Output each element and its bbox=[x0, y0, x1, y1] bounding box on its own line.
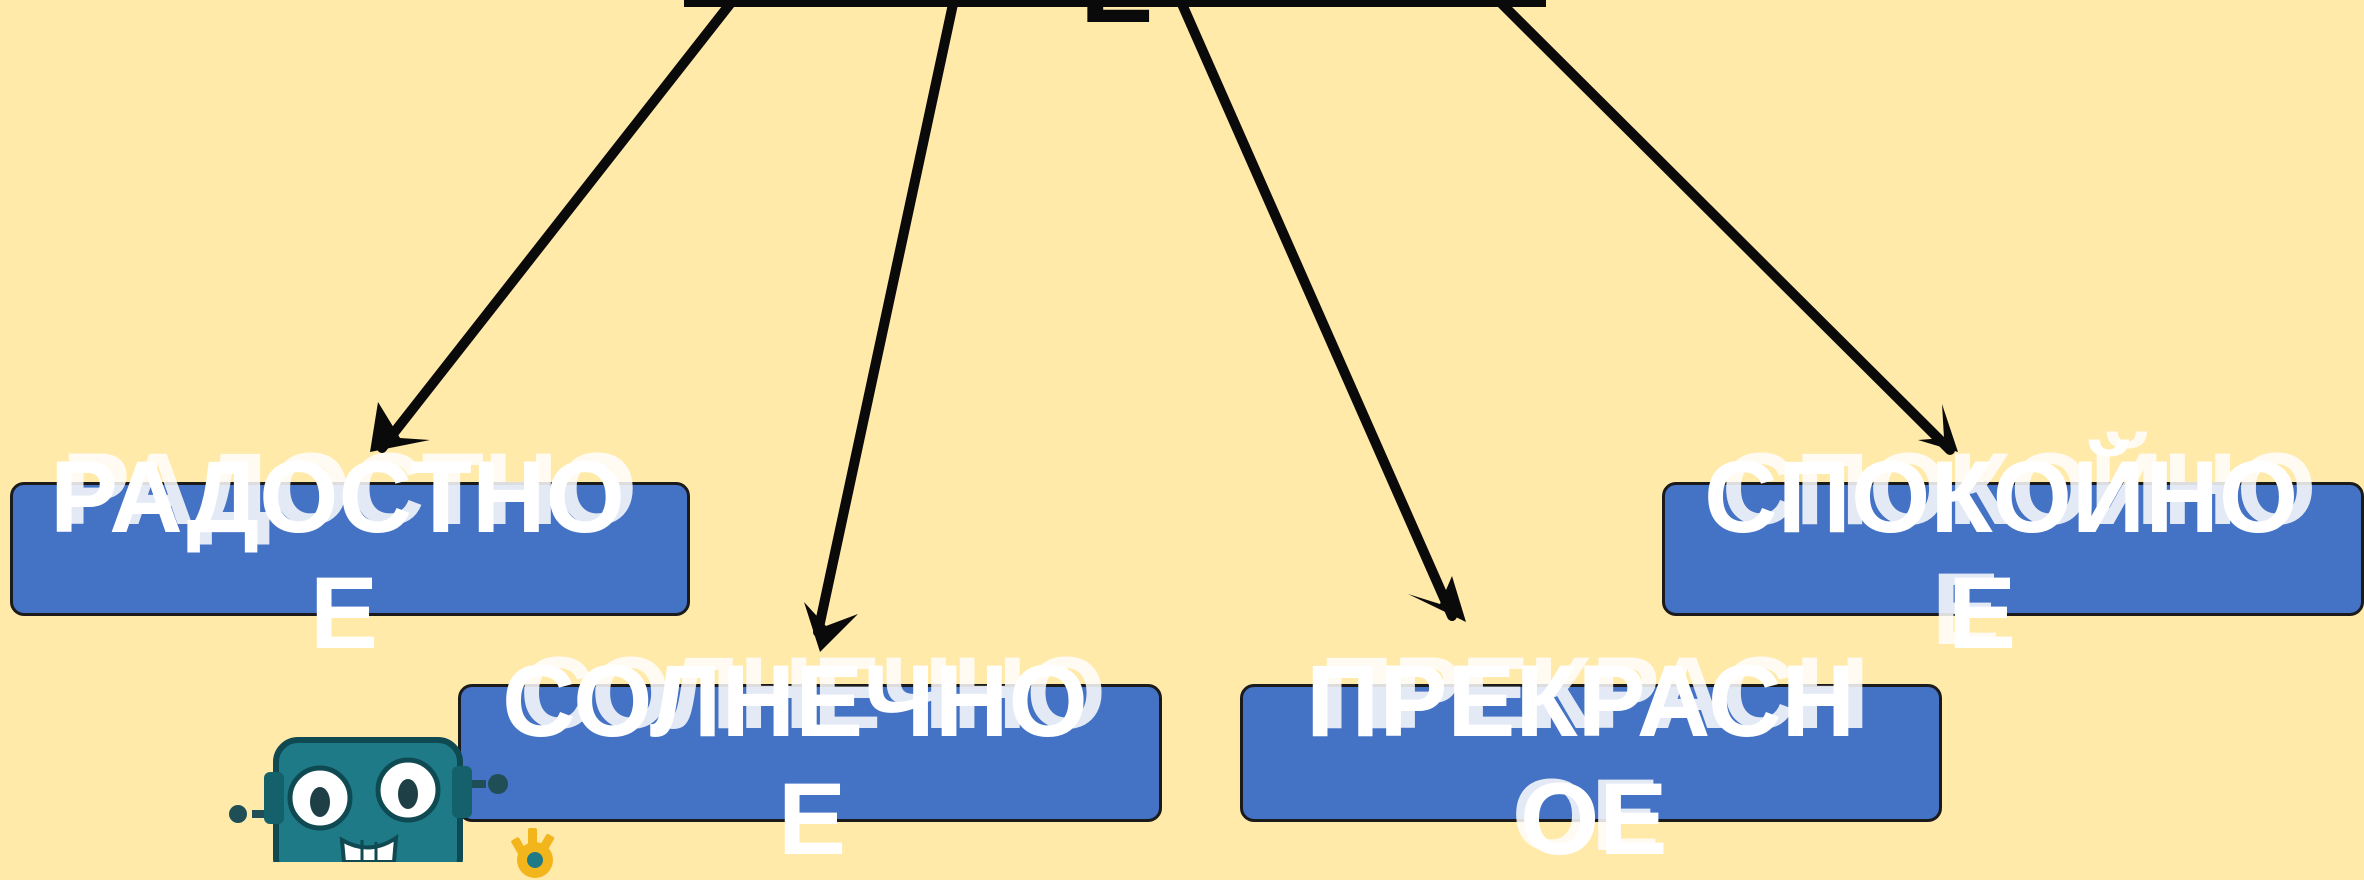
box-calm-label-ghost: СПОКОЙНО bbox=[1722, 432, 2317, 546]
box-joyful-label: РАДОСТНО bbox=[50, 440, 625, 554]
root-node-underline bbox=[684, 0, 1546, 7]
box-beautiful-label-line2-ghost: ОЕ bbox=[1512, 758, 1660, 872]
box-joyful bbox=[10, 482, 690, 616]
arrowhead-calm bbox=[1918, 404, 1958, 452]
arrowhead-sunny bbox=[804, 602, 858, 652]
box-calm-label: СПОКОЙНО bbox=[1704, 440, 2299, 554]
diagram-canvas: Е РАДОСТНО РАДОСТНО Е СПОКОЙНО СПОКОЙНО … bbox=[10, 0, 2364, 878]
arrow-to-beautiful bbox=[1177, 0, 1457, 621]
box-calm bbox=[1662, 482, 2364, 616]
box-calm-label-line2: Е bbox=[1948, 556, 2017, 670]
robot-mascot-icon bbox=[229, 737, 508, 862]
box-sunny-label-line2: Е bbox=[778, 762, 847, 876]
box-joyful-label-line2: Е bbox=[310, 556, 379, 670]
box-beautiful-label-line2: ОЕ bbox=[1520, 762, 1668, 876]
box-sunny bbox=[458, 684, 1162, 822]
arrow-to-calm bbox=[1497, 0, 1955, 455]
arrow-to-sunny bbox=[813, 0, 958, 637]
arrowhead-joyful bbox=[370, 402, 430, 452]
box-beautiful-label-ghost: ПРЕКРАСН bbox=[1320, 636, 1870, 750]
arrowhead-beautiful bbox=[1408, 576, 1466, 622]
box-sunny-label: СОЛНЕЧНО bbox=[502, 644, 1088, 758]
root-node-letter: Е bbox=[1080, 0, 1153, 40]
box-beautiful bbox=[1240, 684, 1942, 822]
box-beautiful-label: ПРЕКРАСН bbox=[1306, 644, 1856, 758]
box-joyful-label-ghost: РАДОСТНО bbox=[62, 432, 637, 546]
gear-icon bbox=[511, 828, 555, 878]
arrows-layer bbox=[370, 0, 1958, 652]
arrow-to-joyful bbox=[377, 0, 735, 453]
box-calm-label-line2-ghost: Е bbox=[1932, 552, 2001, 666]
box-sunny-label-ghost: СОЛНЕЧНО bbox=[520, 636, 1106, 750]
